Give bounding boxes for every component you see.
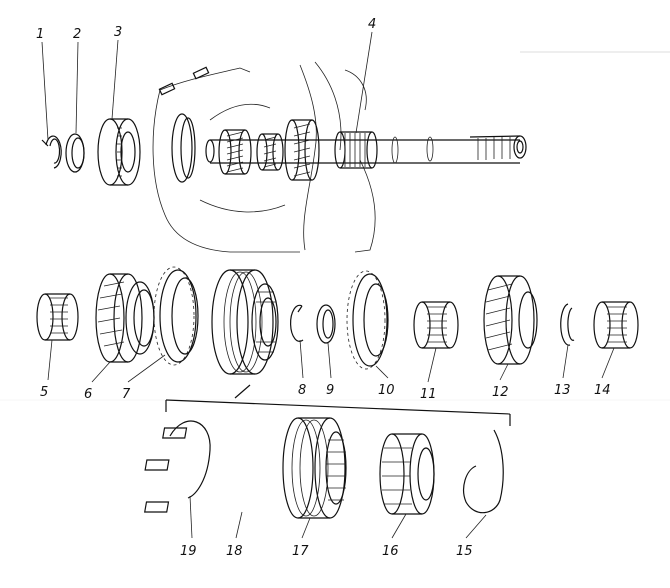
part-10-synchro-ring (346, 270, 389, 370)
part-9-washer (316, 304, 336, 344)
input-shaft (205, 119, 527, 181)
part-3-bearing (97, 118, 141, 186)
label-1: 1 (36, 27, 44, 42)
page-background (0, 51, 670, 401)
part-14-needle-bearing (593, 301, 639, 349)
label-13: 13 (554, 383, 571, 398)
label-9: 9 (326, 383, 334, 398)
synchro-assembly (211, 269, 279, 375)
part-12-gear (483, 275, 538, 365)
part-17-sleeve (282, 417, 347, 519)
gearbox-housing-outline (152, 61, 376, 253)
part-11-needle-bearing (413, 301, 459, 349)
label-15: 15 (456, 544, 473, 559)
label-2: 2 (73, 27, 81, 42)
part-7-synchro-ring (153, 266, 199, 366)
part-13-circlip (560, 303, 575, 346)
part-15-spring-ring (463, 429, 504, 514)
label-11: 11 (420, 387, 437, 402)
part-6-gear (95, 273, 155, 363)
label-14: 14 (594, 383, 611, 398)
label-8: 8 (298, 383, 306, 398)
group-bracket (165, 384, 511, 426)
part-19-spring-ring (169, 420, 211, 499)
label-12: 12 (492, 385, 509, 400)
label-19: 19 (180, 544, 197, 559)
part-16-hub (379, 433, 435, 515)
label-7: 7 (122, 387, 131, 402)
leader-lines (41, 31, 615, 539)
label-4: 4 (368, 17, 376, 32)
label-5: 5 (40, 385, 48, 400)
part-8-circlip (290, 304, 304, 342)
label-16: 16 (382, 544, 399, 559)
part-18-keys (144, 427, 188, 513)
part-1-snap-ring (41, 135, 62, 169)
label-18: 18 (226, 544, 243, 559)
part-number-labels: 1 2 3 4 5 6 7 8 9 10 11 12 13 14 15 16 1… (36, 17, 611, 559)
label-10: 10 (378, 383, 395, 398)
part-5-needle-bearing (36, 293, 79, 341)
label-6: 6 (84, 387, 92, 402)
part-2-ring (65, 133, 85, 173)
label-17: 17 (292, 544, 309, 559)
label-3: 3 (114, 25, 122, 40)
